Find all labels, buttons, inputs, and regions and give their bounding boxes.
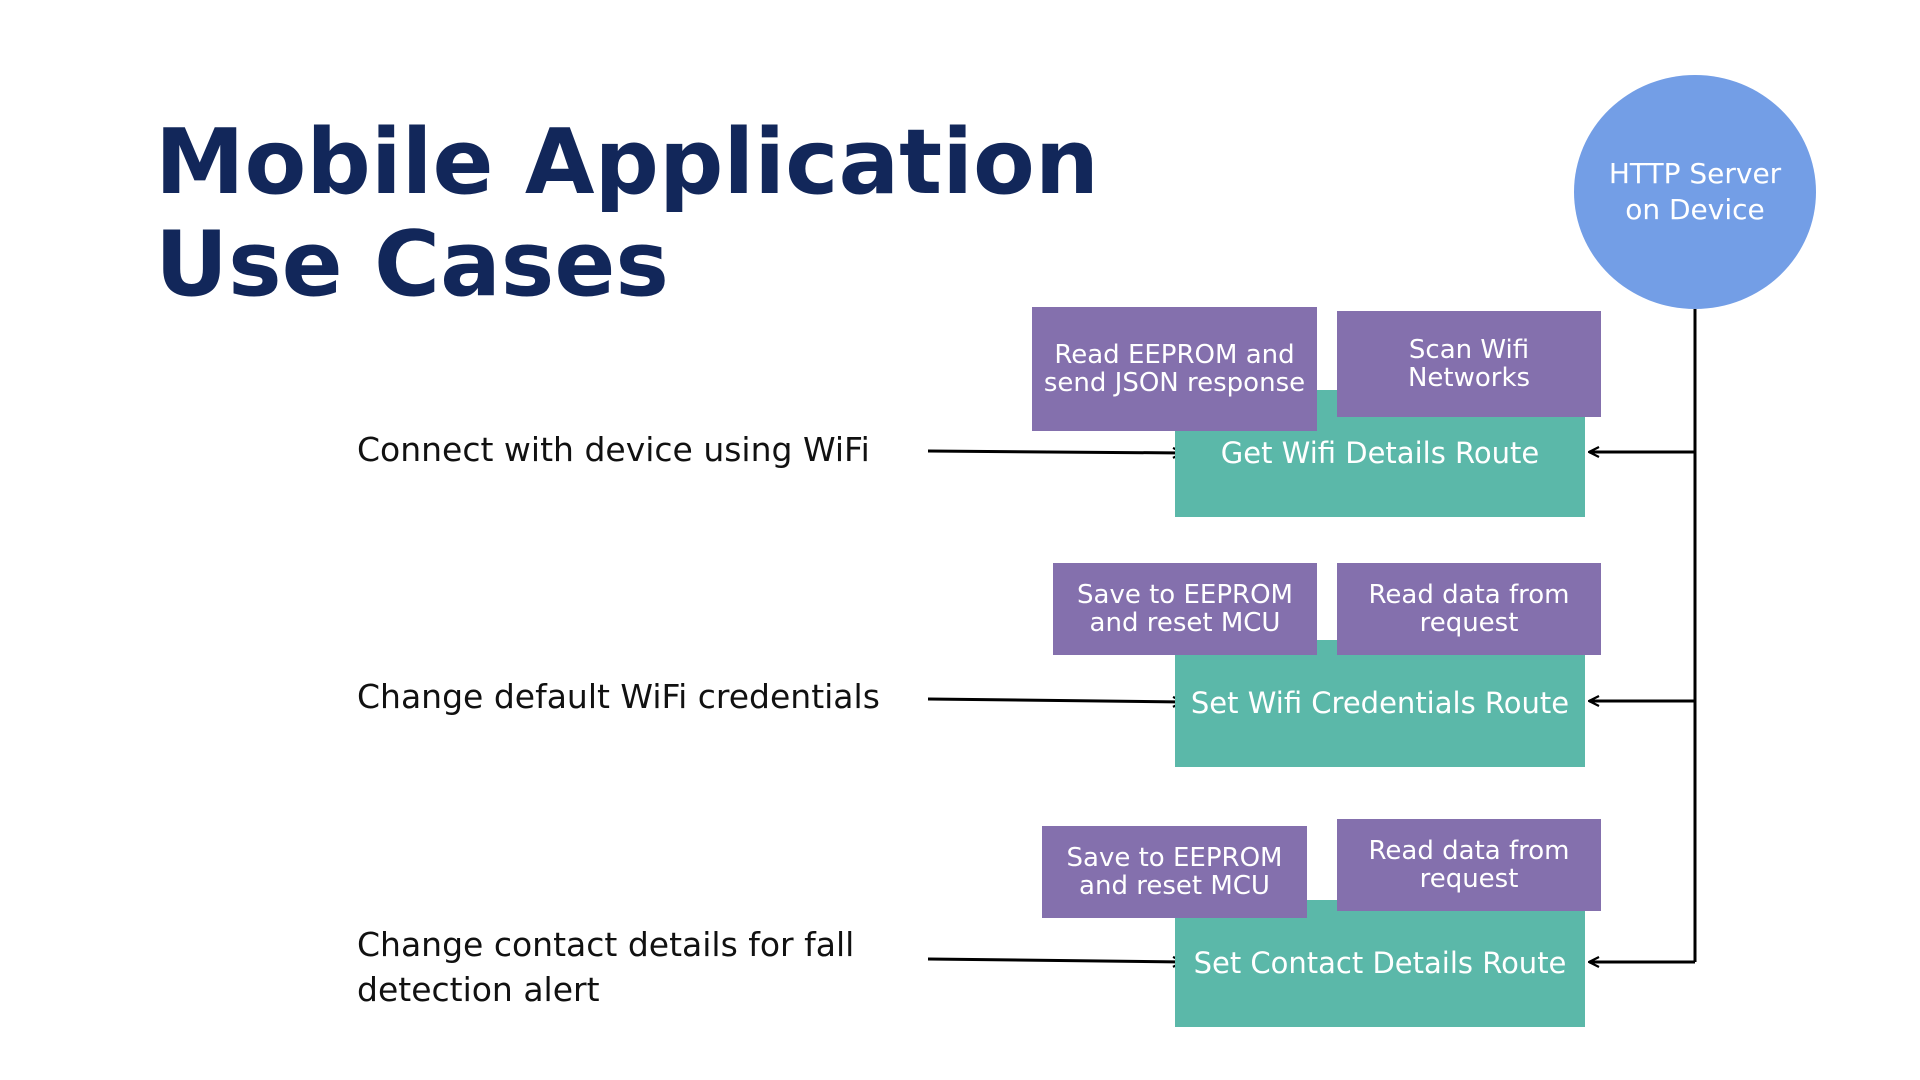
step-save-eeprom-reset-mcu: Save to EEPROM and reset MCU [1053, 563, 1317, 655]
usecase-change-wifi-credentials: Change default WiFi credentials [357, 677, 880, 716]
route-get-wifi-details-label: Get Wifi Details Route [1220, 436, 1540, 470]
route-set-contact-details-label: Set Contact Details Route [1193, 946, 1567, 980]
route-set-wifi-credentials-label: Set Wifi Credentials Route [1190, 686, 1570, 720]
usecase-1-arrow [927, 451, 1183, 453]
title-line-2: Use Cases [155, 212, 669, 317]
usecase-2-arrow [927, 699, 1183, 702]
step-read-data-from-request: Read data from request [1337, 563, 1601, 655]
http-server-node: HTTP Server on Device [1574, 75, 1816, 309]
page-title: Mobile Application Use Cases [155, 112, 1099, 316]
route-set-contact-details: Set Contact Details Route [1175, 900, 1585, 1027]
server-label-line-2: on Device [1625, 193, 1765, 226]
step-save-eeprom-reset-mcu: Save to EEPROM and reset MCU [1042, 826, 1307, 918]
usecase-3-arrow [927, 959, 1183, 962]
usecase-change-contact-details: Change contact details for fall detectio… [357, 925, 855, 1009]
server-label-line-1: HTTP Server [1608, 157, 1782, 190]
step-read-eeprom-send-json: Read EEPROM and send JSON response [1032, 307, 1317, 431]
step-scan-wifi-networks: Scan Wifi Networks [1337, 311, 1601, 417]
step-read-data-from-request: Read data from request [1337, 819, 1601, 911]
title-line-1: Mobile Application [155, 110, 1099, 215]
usecase-connect-wifi: Connect with device using WiFi [357, 430, 870, 469]
route-set-wifi-credentials: Set Wifi Credentials Route [1175, 640, 1585, 767]
